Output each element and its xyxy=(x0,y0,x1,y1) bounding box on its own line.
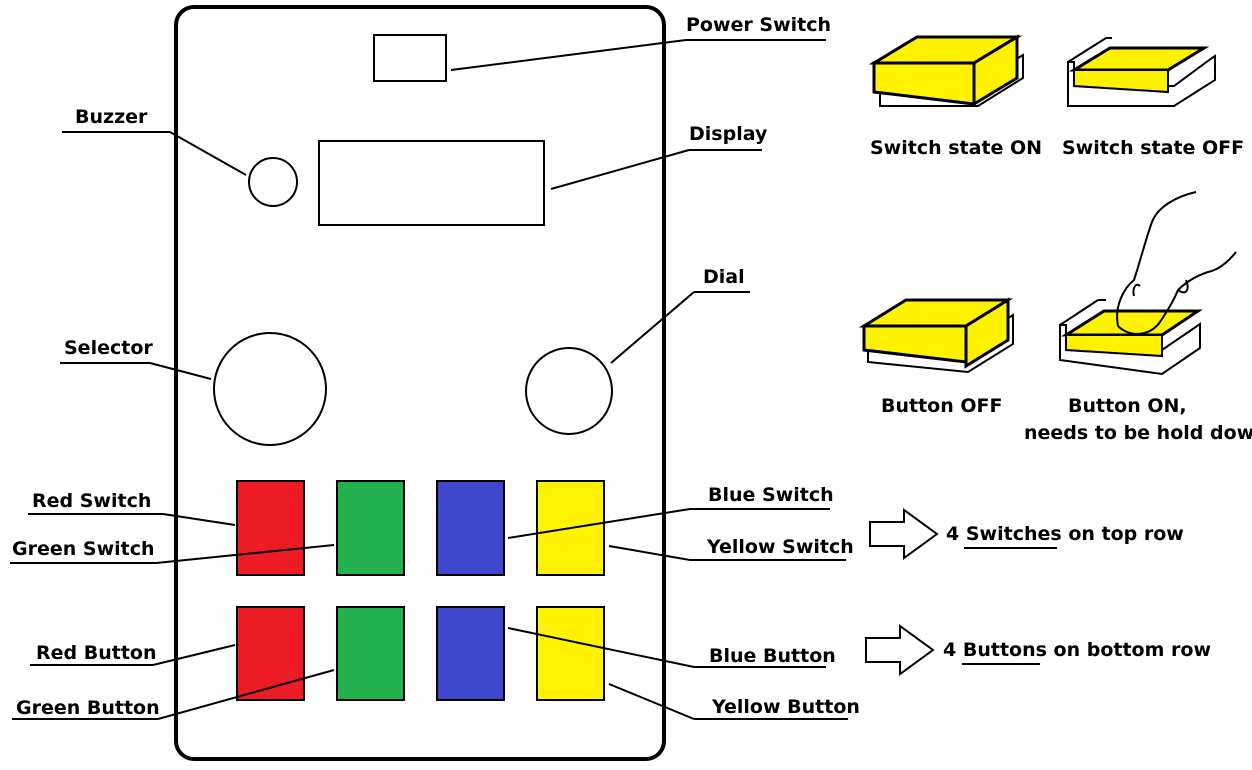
switch-on-illustration xyxy=(868,34,1024,107)
selector-leader xyxy=(149,362,212,380)
green-switch-label: Green Switch xyxy=(12,538,155,560)
yellow-button-leader xyxy=(608,683,695,720)
display-leader xyxy=(550,149,690,190)
red-button-label: Red Button xyxy=(36,642,157,664)
red-button-leader xyxy=(152,644,236,666)
power-switch-leader xyxy=(450,39,687,71)
green-button xyxy=(336,606,405,701)
red-switch-leader xyxy=(162,513,236,526)
buzzer xyxy=(248,157,298,207)
blue-button-label: Blue Button xyxy=(709,645,836,667)
red-button xyxy=(236,606,305,701)
selector xyxy=(213,332,327,446)
green-button-label: Green Button xyxy=(16,697,160,719)
yellow-switch-label: Yellow Switch xyxy=(706,536,854,558)
blue-switch-leader xyxy=(507,508,691,539)
blue-switch-label: Blue Switch xyxy=(708,484,834,506)
button-on-caption-line2: needs to be hold down xyxy=(1024,422,1252,444)
selector-label: Selector xyxy=(64,337,153,359)
switch-on-caption: Switch state ON xyxy=(870,137,1042,159)
yellow-button-label: Yellow Button xyxy=(711,696,860,718)
green-switch xyxy=(336,480,405,576)
switches-arrow-icon xyxy=(869,508,939,560)
yellow-button xyxy=(536,606,605,701)
blue-switch xyxy=(436,480,505,576)
switch-off-caption: Switch state OFF xyxy=(1062,137,1244,159)
buzzer-leader xyxy=(169,131,247,176)
green-switch-leader xyxy=(155,544,335,564)
button-off-caption: Button OFF xyxy=(881,395,1002,417)
red-switch xyxy=(236,480,305,576)
dial-label: Dial xyxy=(703,266,745,288)
yellow-switch-leader xyxy=(608,545,691,561)
button-on-illustration xyxy=(1059,191,1237,376)
button-on-caption-line1: Button ON, xyxy=(1068,395,1187,417)
buttons-arrow-icon xyxy=(865,624,935,676)
switch-off-illustration xyxy=(1067,37,1216,107)
button-off-illustration xyxy=(858,297,1014,374)
top-row-note: 4 Switches on top row xyxy=(946,523,1184,545)
red-switch-label: Red Switch xyxy=(32,490,151,512)
power-switch xyxy=(373,34,447,82)
bottom-row-note: 4 Buttons on bottom row xyxy=(943,639,1211,661)
buzzer-label: Buzzer xyxy=(75,106,148,128)
blue-button xyxy=(436,606,505,701)
dial xyxy=(525,347,613,435)
display-label: Display xyxy=(689,123,768,145)
dial-leader xyxy=(610,291,695,364)
green-button-leader xyxy=(157,669,335,720)
blue-button-leader xyxy=(507,627,695,668)
power-switch-label: Power Switch xyxy=(686,14,831,36)
display xyxy=(318,140,545,226)
